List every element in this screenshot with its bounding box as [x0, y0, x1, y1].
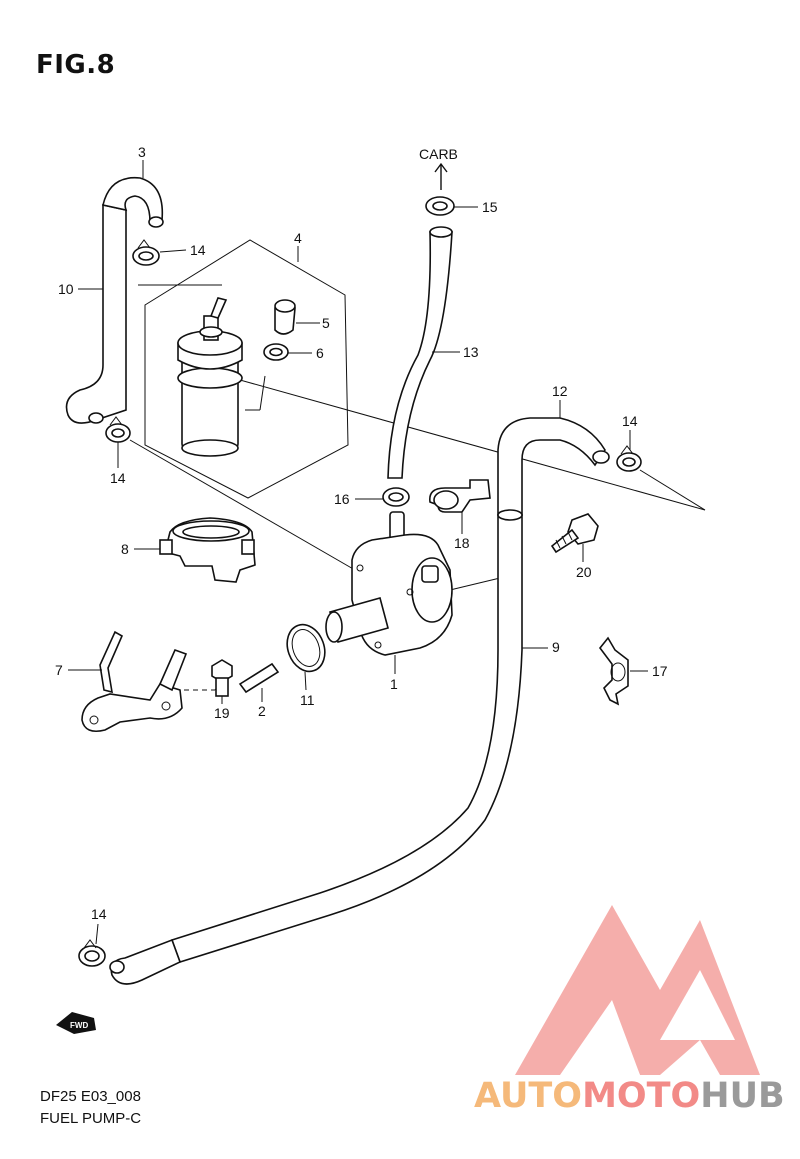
callout-14-bottom: 14: [91, 906, 107, 922]
callout-8: 8: [121, 541, 129, 557]
part-bolt-20: [550, 513, 599, 554]
callout-14-left: 14: [110, 470, 126, 486]
diagram-name: FUEL PUMP-C: [40, 1110, 142, 1127]
fwd-label: FWD: [70, 1021, 88, 1030]
part-clip-17: [598, 636, 629, 706]
part-hose-5: [274, 299, 296, 335]
part-clamp-14-left: [105, 416, 131, 443]
callout-19: 19: [214, 705, 230, 721]
watermark-brand: AUTOMOTOHUB: [474, 1076, 785, 1116]
part-clamp-14-bottom: [78, 939, 106, 967]
callout-14-right: 14: [622, 413, 638, 429]
part-bracket-7: [81, 630, 188, 733]
part-hose-10: [65, 176, 164, 424]
callout-4: 4: [294, 230, 302, 246]
callout-10: 10: [58, 281, 74, 297]
callout-3: 3: [138, 144, 146, 160]
part-fuel-filter: [177, 297, 243, 457]
callout-18: 18: [454, 535, 470, 551]
callout-17: 17: [652, 663, 668, 679]
callout-1: 1: [390, 676, 398, 692]
callout-7: 7: [55, 662, 63, 678]
figure-title: FIG.8: [36, 50, 116, 80]
callout-14-top: 14: [190, 242, 206, 258]
callout-2: 2: [258, 703, 266, 719]
part-hose-9-12: [109, 417, 610, 985]
watermark-brand-moto: MOTO: [582, 1076, 701, 1116]
diagram-code: DF25 E03_008: [40, 1088, 141, 1105]
watermark-brand-auto: AUTO: [474, 1076, 583, 1116]
callout-11: 11: [300, 692, 315, 708]
part-clamp-15: [425, 196, 455, 216]
part-fuel-pump: [325, 511, 453, 656]
part-clamp-16: [382, 487, 410, 507]
part-clamp-6: [263, 343, 289, 361]
part-hose-13: [387, 226, 453, 479]
part-clip-18: [428, 479, 491, 513]
callout-12: 12: [552, 383, 568, 399]
callout-16: 16: [334, 491, 350, 507]
callout-15: 15: [482, 199, 498, 215]
watermark-brand-hub: HUB: [700, 1076, 785, 1116]
filter-group-outline: [144, 239, 349, 499]
part-clamp-14-right: [616, 445, 642, 472]
carb-label: CARB: [419, 146, 458, 162]
callout-13: 13: [463, 344, 479, 360]
callout-20: 20: [576, 564, 592, 580]
watermark-logo-mark: [515, 905, 760, 1075]
part-bracket-8: [159, 517, 256, 583]
part-bolt-19: [211, 659, 233, 697]
fwd-arrow: FWD: [56, 1012, 96, 1034]
part-oring-11: [286, 623, 326, 673]
callout-6: 6: [316, 345, 324, 361]
callout-leaders: [68, 160, 648, 945]
part-clamp-14-top: [132, 239, 160, 266]
callout-labels: 3 10 14 4 5 6 CARB 15 13 12 14 14 16 18 …: [55, 144, 668, 922]
callout-5: 5: [322, 315, 330, 331]
part-pin-2: [238, 662, 280, 694]
callout-9: 9: [552, 639, 560, 655]
